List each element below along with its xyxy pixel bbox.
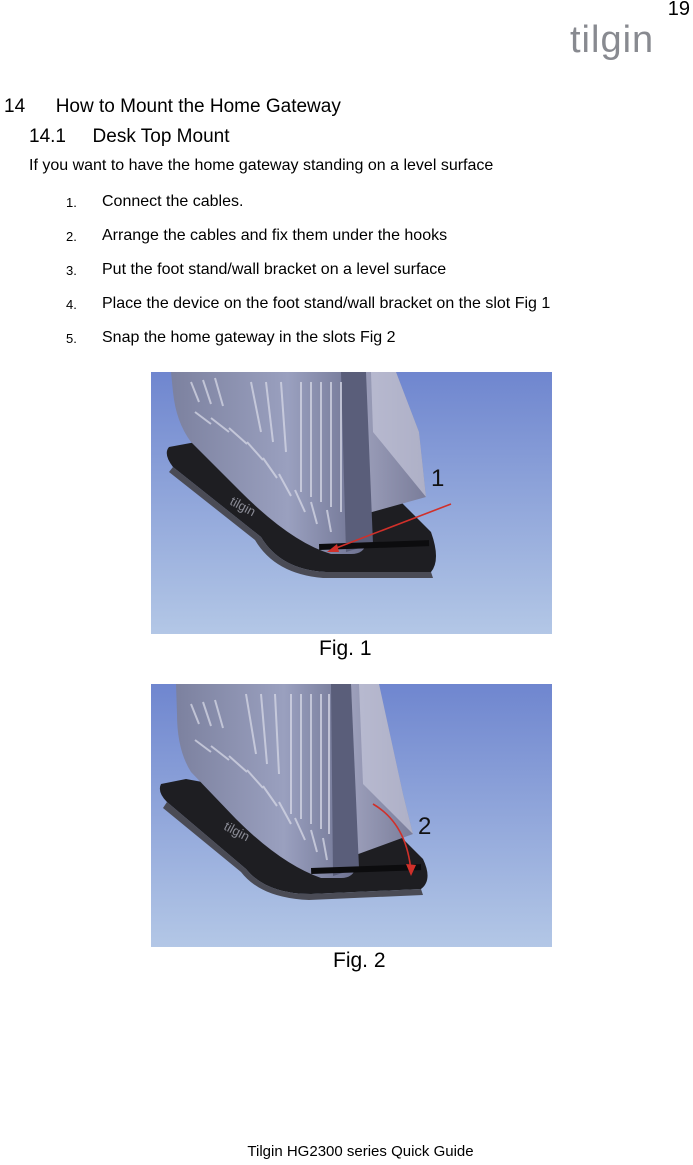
subsection-number: 14.1 [29, 126, 66, 147]
bracket-highlight [359, 684, 413, 834]
figure-2-image: tilgin 2 [151, 684, 552, 947]
device-edge [341, 372, 373, 552]
step-marker: 2 [418, 813, 431, 840]
list-item: 4. Place the device on the foot stand/wa… [0, 295, 693, 317]
figure-1-image: tilgin 1 [151, 372, 552, 634]
step-text: Connect the cables. [102, 193, 244, 210]
bracket-highlight [371, 372, 426, 497]
list-item: 3. Put the foot stand/wall bracket on a … [0, 261, 693, 283]
figure-1-caption: Fig. 1 [319, 637, 372, 660]
step-number: 2. [66, 229, 77, 244]
arrow-line [330, 503, 452, 551]
figure-2-caption: Fig. 2 [333, 949, 386, 972]
stand-slot [311, 864, 422, 874]
page-footer: Tilgin HG2300 series Quick Guide [247, 1143, 474, 1160]
step-text: Arrange the cables and fix them under th… [102, 227, 448, 244]
list-item: 1. Connect the cables. [0, 193, 693, 215]
stand-edge [163, 802, 423, 900]
step-marker: 1 [431, 465, 444, 492]
subsection-heading: 14.1 Desk Top Mount [29, 126, 230, 148]
step-text: Snap the home gateway in the slots Fig 2 [102, 329, 396, 346]
vent-pattern [190, 693, 330, 861]
subsection-title: Desk Top Mount [92, 126, 230, 147]
stand-slot [319, 540, 430, 550]
logo-text: tilgin [570, 19, 654, 61]
vent-pattern [190, 377, 342, 533]
device-body [171, 372, 366, 554]
step-number: 4. [66, 297, 77, 312]
section-heading: 14 How to Mount the Home Gateway [4, 96, 341, 118]
step-number: 5. [66, 331, 77, 346]
tilgin-logo: tilgin [570, 19, 654, 61]
list-item: 5. Snap the home gateway in the slots Fi… [0, 329, 693, 351]
step-number: 1. [66, 195, 77, 210]
step-text: Place the device on the foot stand/wall … [102, 295, 551, 312]
section-title: How to Mount the Home Gateway [55, 96, 341, 117]
step-text: Put the foot stand/wall bracket on a lev… [102, 261, 447, 278]
step-number: 3. [66, 263, 77, 278]
section-number: 14 [4, 96, 26, 117]
list-item: 2. Arrange the cables and fix them under… [0, 227, 693, 249]
arrow-line [372, 803, 412, 873]
page-number: 19 [667, 0, 690, 20]
device-edge [331, 684, 359, 876]
arrow-head [327, 544, 339, 552]
arrow-head [406, 864, 416, 876]
intro-text: If you want to have the home gateway sta… [29, 157, 494, 174]
